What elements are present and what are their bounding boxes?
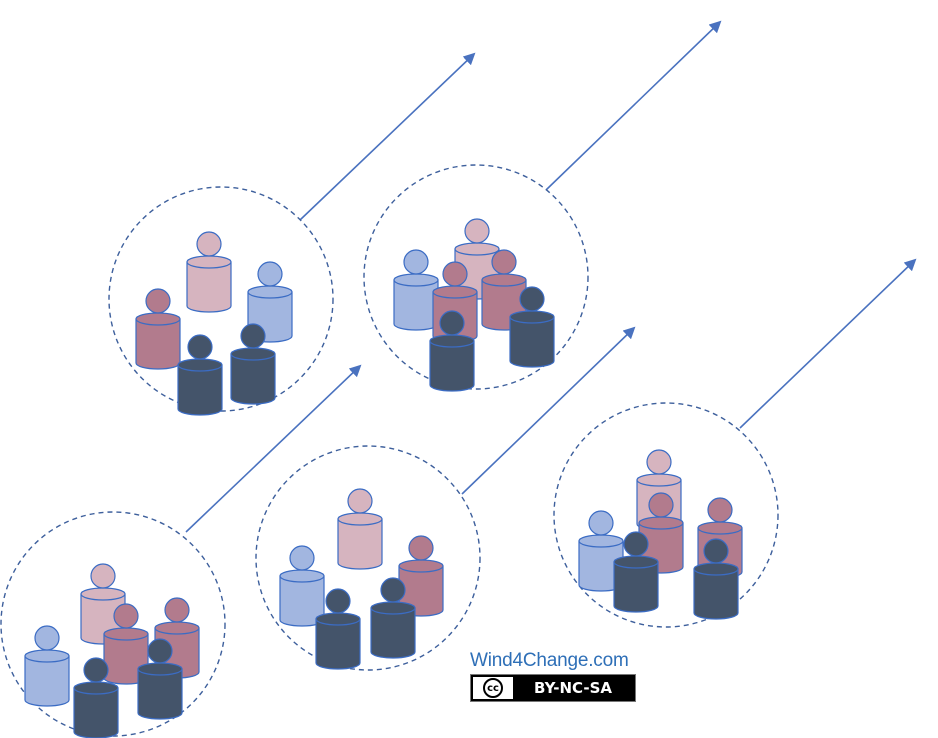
group-boundary bbox=[553, 402, 779, 628]
cc-license-terms: BY-NC-SA bbox=[513, 677, 633, 699]
person-icon bbox=[337, 488, 383, 570]
group-boundary bbox=[255, 445, 481, 671]
arrow-icon bbox=[185, 364, 362, 533]
person-icon bbox=[24, 625, 70, 707]
credit-block: Wind4Change.com cc BY-NC-SA bbox=[470, 650, 640, 702]
arrow-icon bbox=[739, 258, 917, 429]
people-group bbox=[553, 402, 779, 628]
person-icon bbox=[693, 538, 739, 620]
person-icon bbox=[370, 577, 416, 659]
person-icon bbox=[186, 231, 232, 313]
person-icon bbox=[230, 323, 276, 405]
person-icon bbox=[135, 288, 181, 370]
people-group bbox=[0, 511, 226, 738]
person-icon bbox=[177, 334, 223, 416]
people-group bbox=[108, 186, 334, 416]
arrow-icon bbox=[299, 52, 476, 221]
person-icon bbox=[137, 638, 183, 720]
person-icon bbox=[429, 310, 475, 392]
arrow-icon bbox=[545, 20, 722, 191]
cc-license-icon: cc bbox=[479, 677, 507, 699]
person-icon bbox=[393, 249, 439, 331]
cc-license-badge[interactable]: cc BY-NC-SA bbox=[470, 674, 636, 702]
cc-badge-inner: cc BY-NC-SA bbox=[473, 677, 633, 699]
person-icon bbox=[315, 588, 361, 670]
person-icon bbox=[578, 510, 624, 592]
people-group bbox=[363, 164, 589, 392]
arrow-icon bbox=[461, 326, 636, 495]
person-icon bbox=[73, 657, 119, 738]
person-icon bbox=[613, 531, 659, 613]
cc-logo-text: cc bbox=[483, 678, 503, 698]
person-icon bbox=[279, 545, 325, 627]
people-group bbox=[255, 445, 481, 671]
person-icon bbox=[509, 286, 555, 368]
group-boundary bbox=[363, 164, 589, 390]
credit-site-link[interactable]: Wind4Change.com bbox=[470, 650, 629, 671]
